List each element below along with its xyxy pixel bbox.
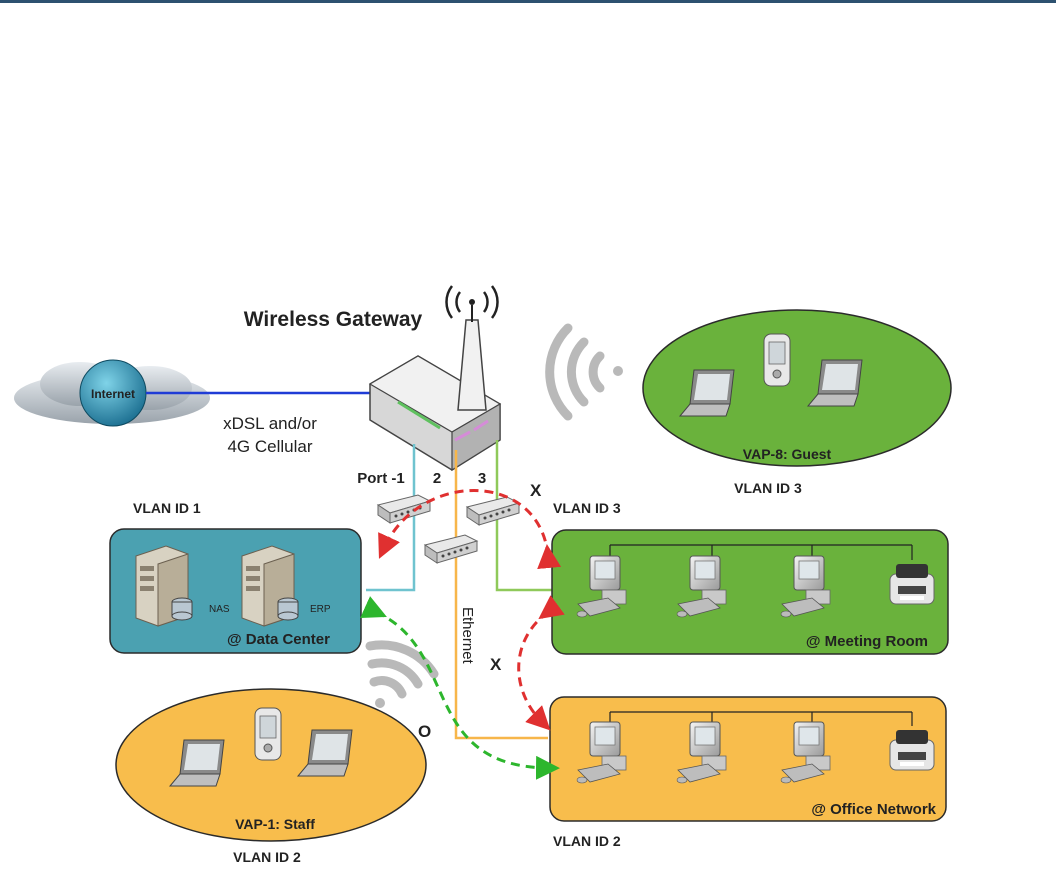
globe-icon: Internet <box>80 360 146 426</box>
data-center-label: @ Data Center <box>227 631 330 648</box>
switch-port3-icon <box>467 497 519 525</box>
vlan-id-3-top-label: VLAN ID 3 <box>734 480 802 496</box>
office-network-label: @ Office Network <box>811 801 936 818</box>
blocked-mark-top: X <box>530 481 542 500</box>
switch-port2-icon <box>425 535 477 563</box>
link-type-label-1: xDSL and/or <box>223 414 317 433</box>
link-type-label-2: 4G Cellular <box>227 437 312 456</box>
vlan-id-3-mid-label: VLAN ID 3 <box>553 500 621 516</box>
port-3-label: 3 <box>478 470 486 487</box>
guest-vap-area <box>643 310 951 466</box>
vlan-id-1-label: VLAN ID 1 <box>133 500 201 516</box>
vlan-id-2-right-label: VLAN ID 2 <box>553 833 621 849</box>
vap8-guest-label: VAP-8: Guest <box>743 446 832 462</box>
nas-storage-icon <box>172 598 192 620</box>
port-1-label: Port -1 <box>357 470 405 487</box>
guest-wifi-signal-icon <box>550 328 623 416</box>
office-printer-icon <box>890 730 934 770</box>
blocked-mark-bottom: X <box>490 655 502 674</box>
port-2-label: 2 <box>433 470 441 487</box>
guest-pda-icon <box>764 334 790 386</box>
staff-pda-icon <box>255 708 281 760</box>
meeting-printer-icon <box>890 564 934 604</box>
vlan-id-2-left-label: VLAN ID 2 <box>233 849 301 865</box>
ethernet-label: Ethernet <box>459 607 476 665</box>
gateway-title: Wireless Gateway <box>244 308 423 331</box>
meeting-room-label: @ Meeting Room <box>806 633 928 650</box>
blocked-traffic-arrow-bottom <box>519 612 548 722</box>
staff-wifi-signal-icon <box>370 645 434 708</box>
erp-label: ERP <box>310 604 331 615</box>
allowed-mark: O <box>418 722 431 741</box>
erp-storage-icon <box>278 598 298 620</box>
nas-label: NAS <box>209 604 230 615</box>
vap1-staff-label: VAP-1: Staff <box>235 816 315 832</box>
internet-label: Internet <box>91 387 135 401</box>
